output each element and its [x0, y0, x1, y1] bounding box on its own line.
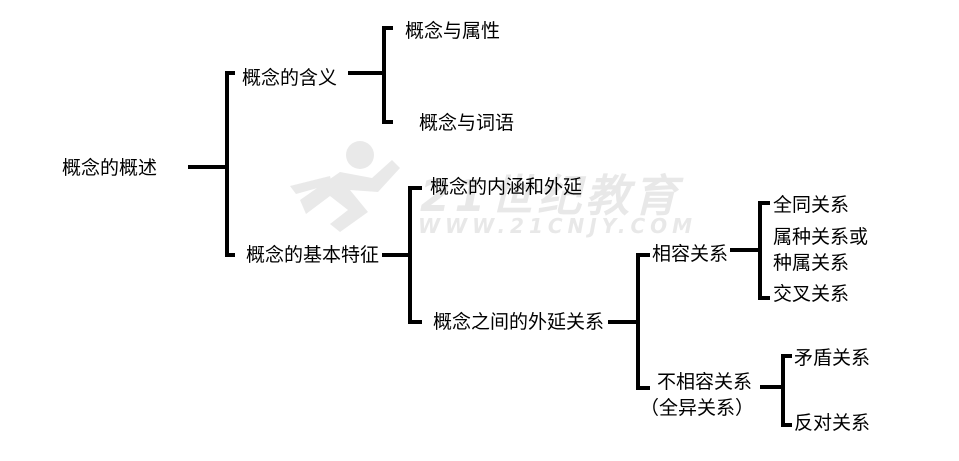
node-attribute: 概念与属性	[405, 20, 501, 42]
node-contrary: 反对关系	[794, 412, 871, 434]
node-intension-extension: 概念的内涵和外延	[430, 176, 583, 198]
node-root: 概念的概述	[62, 157, 158, 179]
watermark-brand: 21世纪教育	[420, 171, 682, 222]
node-genus-species-line1: 属种关系或	[773, 226, 869, 248]
running-figure-logo-icon	[290, 141, 400, 232]
node-compatible: 相容关系	[652, 243, 729, 265]
node-extension-relations: 概念之间的外延关系	[433, 311, 605, 333]
node-identity: 全同关系	[773, 194, 850, 216]
watermark-url: WWW.21CNJY.COM	[418, 214, 698, 238]
node-incompatible-line1: 不相容关系	[657, 371, 753, 393]
node-incompatible-line2: （全异关系）	[640, 397, 755, 419]
node-meaning: 概念的含义	[242, 67, 338, 89]
node-genus-species-line2: 种属关系	[773, 252, 850, 274]
node-contradictory: 矛盾关系	[794, 347, 871, 369]
node-cross: 交叉关系	[773, 283, 850, 305]
node-words: 概念与词语	[419, 112, 515, 134]
node-basic-features: 概念的基本特征	[246, 244, 380, 266]
